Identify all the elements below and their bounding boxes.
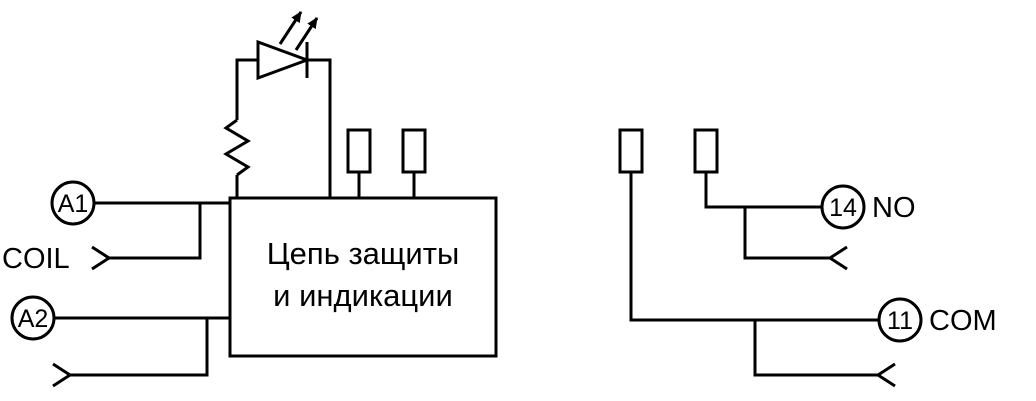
- terminal-a1-label: A1: [58, 190, 89, 218]
- no-wire: [704, 172, 822, 209]
- com-label: COM: [929, 305, 997, 337]
- pin-contact-icon: [401, 128, 427, 174]
- terminal-14-circle: [820, 184, 866, 230]
- pin-contact-icon: [693, 128, 719, 174]
- led-cathode-wire: [307, 58, 332, 198]
- light-arrow-2: [294, 17, 319, 51]
- protection-box-outline: [228, 196, 498, 358]
- protection-box: Цепь защиты и индикации: [228, 196, 498, 358]
- a2-plug-connection: [52, 318, 209, 388]
- a2-plug-chevron-icon: [52, 362, 73, 388]
- coil-plug-chevron-icon: [91, 245, 112, 271]
- resistor-zigzag: [223, 118, 251, 177]
- protection-box-line2: и индикации: [273, 278, 453, 313]
- no-plug-wire: [743, 207, 830, 260]
- pin-contact-2: [401, 128, 427, 198]
- terminal-a1: A1: [50, 180, 230, 226]
- coil-label: COIL: [2, 243, 70, 275]
- com-plug-wire: [753, 320, 878, 377]
- terminal-14-label: 14: [829, 194, 857, 222]
- no-connection: 14 NO: [704, 172, 916, 271]
- terminal-11-circle: [877, 297, 923, 343]
- resistor-icon: [223, 118, 251, 198]
- pin-contact-4: [693, 128, 719, 174]
- led-anode-wire: [235, 58, 258, 120]
- no-label: NO: [872, 192, 916, 224]
- terminal-11-label: 11: [887, 307, 913, 335]
- com-wire: [629, 172, 879, 322]
- com-connection: 11 COM: [629, 172, 997, 388]
- pin-contact-icon: [346, 128, 372, 174]
- terminal-a2: A2: [10, 295, 230, 341]
- com-plug-chevron-icon: [875, 362, 896, 388]
- light-arrow-1: [278, 11, 303, 45]
- pin-contact-1: [346, 128, 372, 198]
- light-emission-arrows-icon: [278, 11, 319, 51]
- terminal-a2-label: A2: [18, 305, 49, 333]
- protection-box-line1: Цепь защиты: [267, 236, 459, 271]
- led-triangle: [256, 39, 312, 81]
- a2-plug-wire: [70, 318, 209, 377]
- led-icon: [235, 11, 332, 198]
- pin-contact-icon: [618, 128, 644, 174]
- coil-connection: COIL: [2, 203, 202, 275]
- coil-wire: [109, 203, 202, 260]
- no-plug-chevron-icon: [827, 245, 848, 271]
- pin-contact-3: [618, 128, 644, 174]
